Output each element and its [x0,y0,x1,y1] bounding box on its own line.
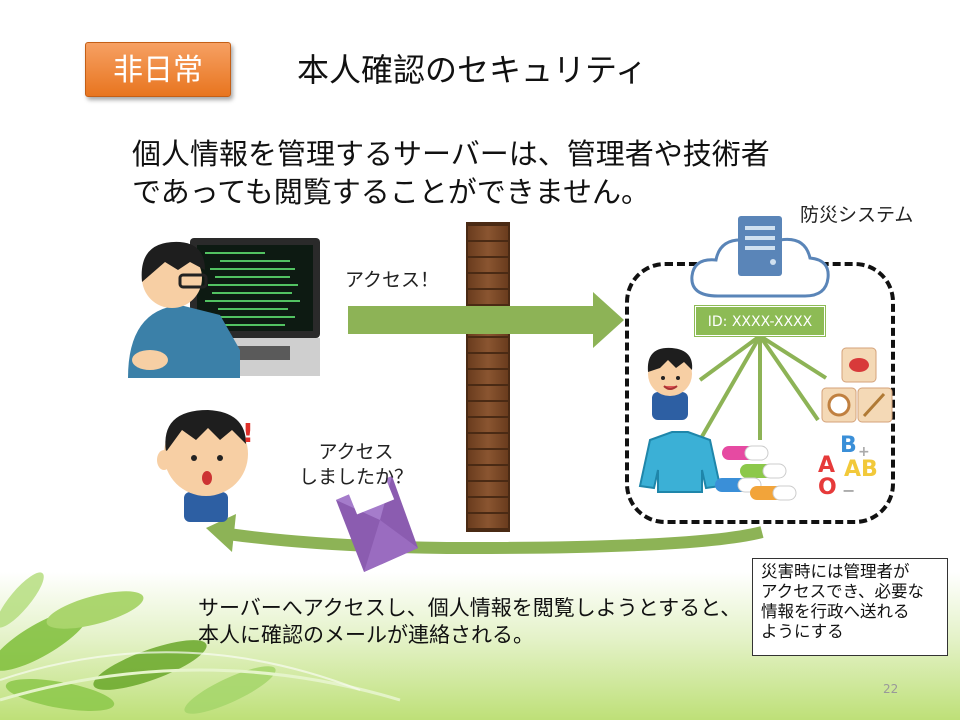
server-cloud-icon [690,216,830,298]
hacker-icon [128,238,320,378]
note-line-3: 情報を行政へ送れる [761,602,910,621]
lead-line-1: 個人情報を管理するサーバーは、管理者や技術者 [132,137,770,171]
notification-arrow [206,514,764,555]
food-icons [821,347,893,423]
access-question: アクセス しましたか？ [286,440,426,490]
category-badge: 非日常 [85,42,231,97]
lead-line-2: であっても閲覧することができません。 [132,175,650,209]
svg-text:O: O [818,475,837,500]
svg-text:B: B [840,433,857,458]
svg-text:−: − [842,481,855,500]
caption-line-2: 本人に確認のメールが連絡される。 [198,623,534,647]
system-label: 防災システム [800,204,914,226]
id-links [698,334,828,441]
access-question-line-2: しましたか？ [298,466,413,488]
access-arrow [348,292,624,348]
note-box: 災害時には管理者が アクセスでき、必要な 情報を行政へ送れる ようにする [752,558,948,656]
page-number: 22 [883,682,899,696]
access-label: アクセス！ [345,269,440,291]
exclamation-mark: ! [242,419,254,449]
surprised-person-icon [157,410,248,522]
id-label-box: ID: XXXX-XXXX [695,306,825,336]
blood-type-icon: B + A AB O − [818,433,878,500]
caption-line-1: サーバーへアクセスし、個人情報を閲覧しようとすると、 [198,596,742,620]
note-line-4: ようにする [761,622,844,641]
svg-text:AB: AB [844,457,878,482]
sweater-icon [638,431,722,493]
svg-text:A: A [818,453,835,478]
note-line-1: 災害時には管理者が [761,562,910,581]
caption-text: サーバーへアクセスし、個人情報を閲覧しようとすると、 本人に確認のメールが連絡さ… [198,595,741,649]
access-question-line-1: アクセス [318,441,394,463]
lead-text: 個人情報を管理するサーバーは、管理者や技術者 であっても閲覧することができません… [132,135,832,211]
person-avatar-icon [647,347,693,420]
pills-icon [715,445,797,501]
note-line-2: アクセスでき、必要な [761,582,925,601]
slide-title: 本人確認のセキュリティ [297,51,648,89]
svg-text:+: + [858,444,870,460]
firewall-wall [466,222,510,532]
envelope-icon [336,471,418,572]
